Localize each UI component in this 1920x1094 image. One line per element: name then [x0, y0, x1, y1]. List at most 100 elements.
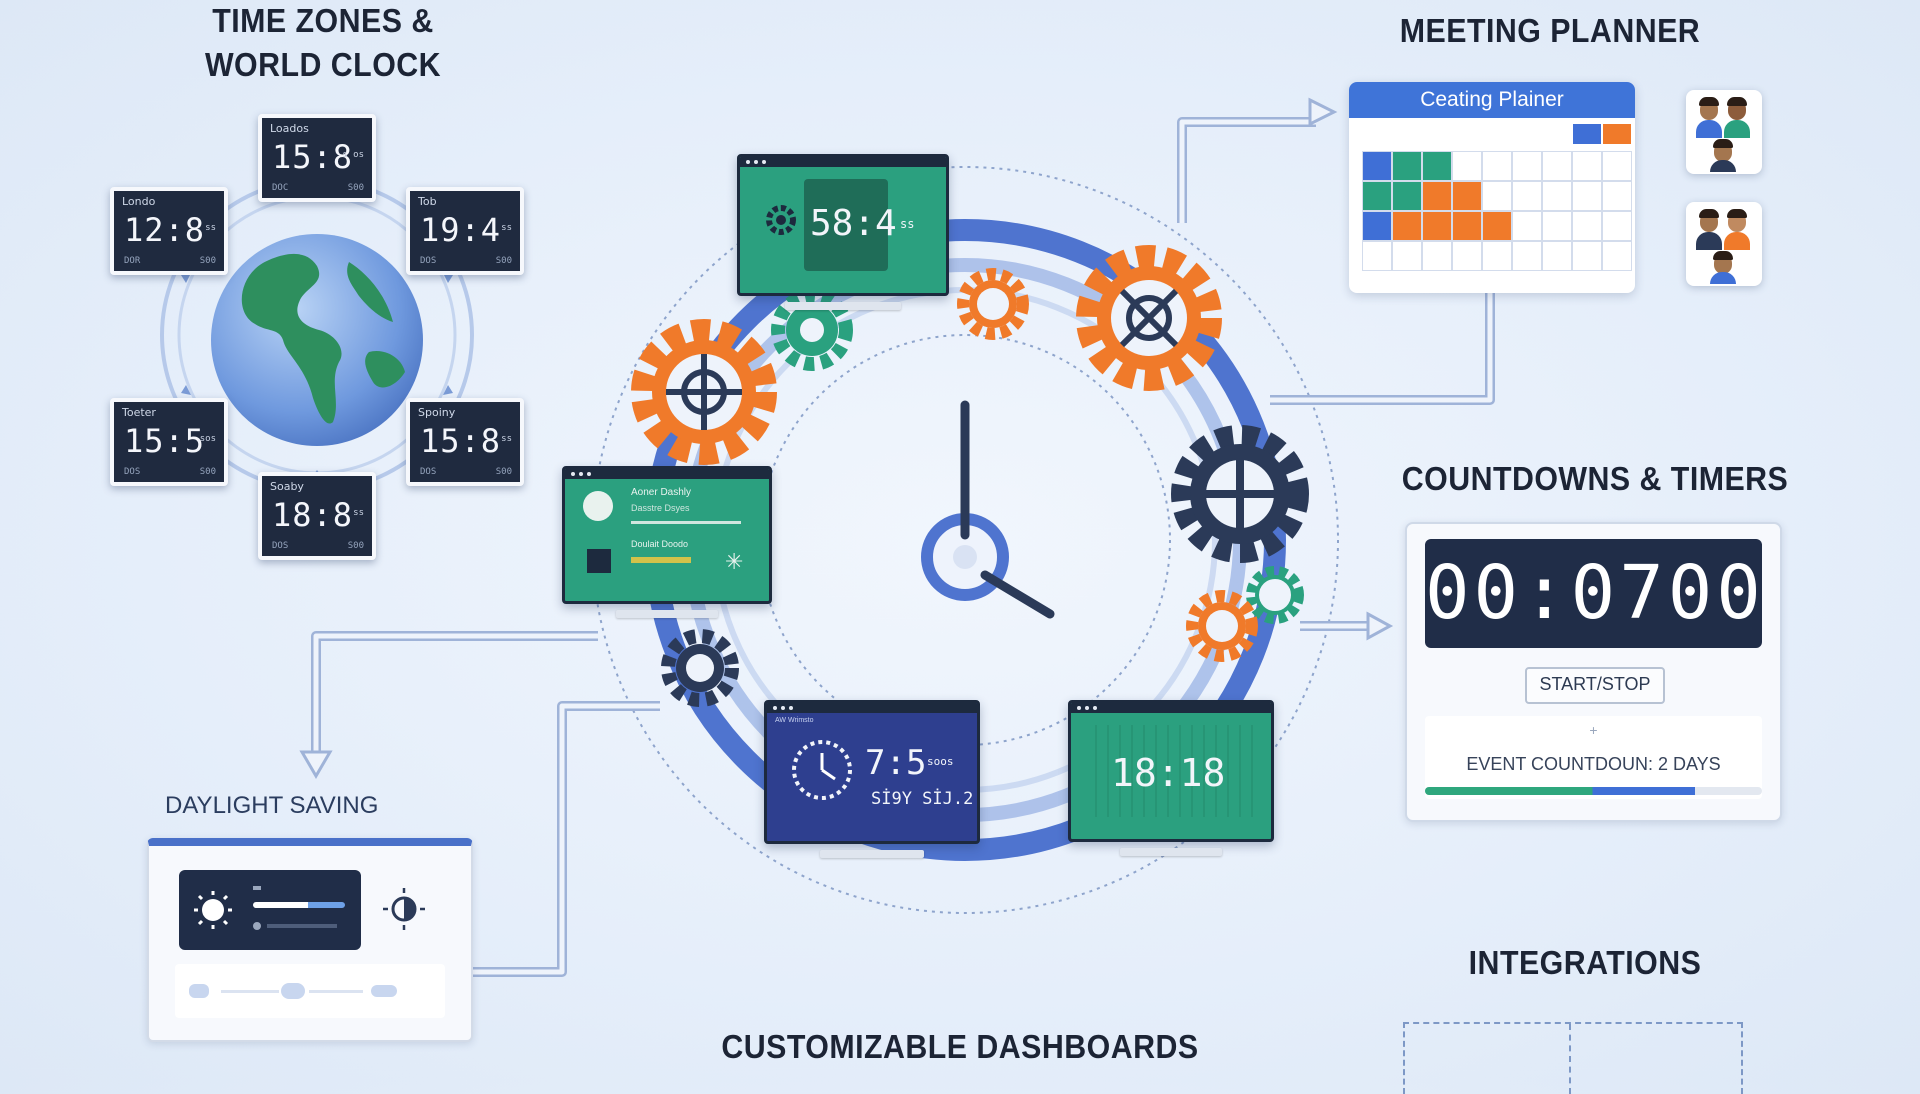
toggle-icon[interactable] [281, 983, 305, 999]
monitor-left: Aoner Dashly Dasstre Dsyes Doulait Doodo… [562, 466, 772, 618]
countdown-card: 00:0700 START/STOP + EVENT COUNTDOUN: 2 … [1405, 522, 1782, 822]
clock-icon [792, 740, 852, 800]
world-clock-right: S00 [495, 467, 512, 477]
world-clock-suffix: ss [501, 223, 512, 233]
event-progress-fill [1425, 787, 1695, 795]
monitor-bottom-left-header: AW Wrimsto [775, 717, 814, 724]
globe-arrow-left-bottom [181, 385, 191, 395]
gear-teal-right [1246, 566, 1304, 624]
connector-from-daylight [470, 701, 660, 977]
world-clock-tile-3: Tob 19:4 ss DOS S00 [406, 187, 524, 275]
moon-sun-icon [383, 888, 425, 930]
monitor-bottom-left-time: 7:5 [865, 743, 927, 783]
monitor-bottom-left-sub: Sİ9Y SİJ.2 [871, 789, 974, 809]
clock-center-dot [953, 545, 977, 569]
event-progress-bar [1425, 787, 1762, 795]
world-clock-city: Londo [122, 195, 156, 208]
connector-to-planner [1177, 117, 1316, 223]
event-countdown: + EVENT COUNTDOUN: 2 DAYS [1425, 716, 1762, 799]
clock-minute-hand [980, 570, 1055, 619]
world-clock-city: Spoiny [418, 406, 456, 419]
globe-icon [211, 234, 423, 446]
badge-icon [583, 491, 613, 521]
gear-orange-right-top [1076, 245, 1222, 391]
monitor-left-line3: Doulait Doodo [631, 539, 689, 549]
monitor-left-line2: Dasstre Dsyes [631, 503, 690, 513]
globe-arrow-right-top [443, 273, 453, 283]
participants-avatar-card [1686, 90, 1762, 174]
add-event-button[interactable]: + [1589, 722, 1598, 738]
world-clock-city: Toeter [122, 406, 156, 419]
toggle-icon[interactable] [189, 984, 209, 998]
gear-navy-bottom-left [661, 629, 739, 707]
section-title-countdowns: COUNTDOWNS & TIMERS [1401, 460, 1789, 497]
monitor-top-time: 58:4 [810, 203, 897, 244]
world-clock-time: 19:4 [420, 211, 502, 249]
daylight-saving-card [147, 838, 473, 1042]
daylight-slider[interactable] [253, 902, 345, 908]
world-clock-suffix: ss [205, 223, 216, 233]
globe-arrow-left-top [181, 273, 191, 283]
arrow-to-daylight [299, 750, 333, 779]
world-clock-suffix: s os [342, 150, 364, 160]
world-clock-time: 15:5 [124, 422, 206, 460]
toggle-icon[interactable] [371, 985, 397, 997]
world-clock-right: S00 [199, 256, 216, 266]
globe-arrow-right-bottom [443, 385, 453, 395]
world-clock-left: DOS [420, 256, 437, 266]
section-title-dashboards: CUSTOMIZABLE DASHBOARDS [721, 1028, 1199, 1065]
start-stop-button[interactable]: START/STOP [1525, 667, 1665, 704]
gear-orange-left [631, 319, 777, 465]
central-dotted-outer [591, 166, 1339, 914]
monitor-bottom-right-time: 18:18 [1111, 751, 1226, 795]
world-clock-right: S00 [199, 467, 216, 477]
integrations-box [1403, 1022, 1743, 1094]
monitor-left-line1: Aoner Dashly [631, 487, 692, 498]
world-clock-left: DOS [420, 467, 437, 477]
qr-icon [587, 549, 611, 573]
monitor-bottom-left-suffix: soos [927, 755, 954, 768]
world-clock-tile-2: Londo 12:8 ss DOR S00 [110, 187, 228, 275]
world-clock-time: 12:8 [124, 211, 206, 249]
section-title-integrations: INTEGRATIONS [1468, 944, 1702, 981]
arrow-to-planner [1308, 97, 1338, 127]
connector-to-daylight [311, 631, 598, 752]
section-title-daylight-saving: DAYLIGHT SAVING [165, 792, 379, 819]
daylight-panel [179, 870, 361, 950]
gear-teal-left [771, 289, 853, 371]
monitor-top: 58:4 ss [737, 154, 949, 310]
world-clock-left: DOC [272, 183, 289, 193]
sun-icon [194, 891, 232, 929]
countdown-display: 00:0700 [1425, 539, 1762, 648]
section-title-time-zones: TIME ZONES & [212, 2, 434, 39]
monitor-top-suffix: ss [900, 217, 915, 231]
world-clock-left: DOS [124, 467, 141, 477]
world-clock-left: DOR [124, 256, 141, 266]
meeting-planner-grid [1362, 151, 1632, 271]
meeting-planner-card: Ceating Plainer [1349, 82, 1635, 293]
meeting-planner-header: Ceating Plainer [1349, 82, 1635, 118]
world-clock-suffix: ss [501, 434, 512, 444]
world-clock-right: S00 [347, 541, 364, 551]
gear-orange-small-top [957, 268, 1029, 340]
world-clock-city: Tob [418, 195, 437, 208]
arrow-to-countdown [1366, 611, 1394, 641]
section-title-world-clock: WORLD CLOCK [204, 46, 442, 83]
world-clock-right: S00 [347, 183, 364, 193]
world-clock-city: Soaby [270, 480, 304, 493]
sparkle-icon: ✳ [725, 549, 744, 574]
world-clock-right: S00 [495, 256, 512, 266]
gear-navy-right [1171, 425, 1309, 563]
gear-icon [766, 205, 796, 235]
world-clock-suffix: ss [353, 508, 364, 518]
monitor-bottom-left: AW Wrimsto 7:5 soos Sİ9Y SİJ.2 [764, 700, 980, 858]
world-clock-city: Loados [270, 122, 309, 135]
daylight-toolbar [175, 964, 445, 1018]
event-countdown-label: EVENT COUNTDOUN: 2 DAYS [1466, 754, 1721, 774]
participants-avatar-card [1686, 202, 1762, 286]
world-clock-left: DOS [272, 541, 289, 551]
